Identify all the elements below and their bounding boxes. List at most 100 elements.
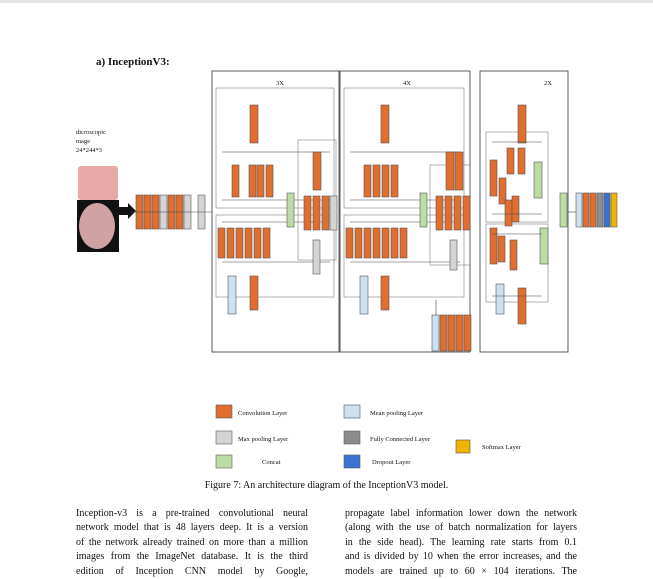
conv-layer-block bbox=[399, 227, 408, 259]
conv-layer-block bbox=[235, 227, 244, 259]
concat-layer-block bbox=[215, 454, 233, 469]
arrow-icon bbox=[118, 203, 136, 219]
pool-mean-layer-block bbox=[343, 404, 361, 419]
pool-max-layer-block bbox=[215, 430, 233, 445]
text-line: edition of Inception CNN model by Google… bbox=[76, 565, 308, 577]
concat-layer-block bbox=[539, 227, 549, 265]
text-line: Inception-v3 is a pre-trained convolutio… bbox=[76, 508, 308, 519]
conv-layer-block bbox=[454, 151, 464, 191]
legend-label-max-pool: Max pooling Layer bbox=[238, 436, 289, 443]
dropout-layer-block bbox=[343, 454, 361, 469]
conv-layer-block bbox=[256, 164, 265, 198]
conv-layer-block bbox=[517, 287, 527, 325]
pool-max-layer-block bbox=[312, 239, 321, 275]
text-line: network model that is 48 layers deep. It… bbox=[76, 522, 308, 534]
module-outline bbox=[215, 87, 335, 209]
legend-label-conv: Convolution Layer bbox=[238, 410, 288, 417]
repeat-label-4x: 4X bbox=[403, 80, 411, 87]
conv-layer-block bbox=[381, 227, 390, 259]
input-label-line: dicroscopic bbox=[76, 129, 106, 136]
fully-connected-layer-block bbox=[343, 430, 361, 445]
conv-layer-block bbox=[498, 177, 507, 205]
body-text-left-column: Inception-v3 is a pre-trained convolutio… bbox=[76, 507, 308, 579]
figure-title: a) InceptionV3: bbox=[96, 56, 170, 68]
conv-layer-block bbox=[390, 227, 399, 259]
conv-layer-block bbox=[463, 314, 472, 352]
conv-layer-block bbox=[509, 239, 518, 271]
pool-mean-layer-block bbox=[359, 275, 369, 315]
input-label: dicroscopic mage 24*244*3 bbox=[76, 128, 106, 155]
inception-v3-diagram bbox=[77, 70, 618, 469]
conv-layer-block bbox=[226, 227, 235, 259]
conv-layer-block bbox=[312, 151, 322, 191]
conv-layer-block bbox=[248, 164, 257, 198]
text-line: images from the ImageNet database. It is… bbox=[76, 551, 308, 563]
conv-layer-block bbox=[489, 159, 498, 197]
fully-connected-layer-block bbox=[596, 192, 604, 228]
input-image-cell bbox=[79, 203, 115, 249]
conv-layer-block bbox=[312, 195, 321, 231]
conv-layer-block bbox=[445, 151, 455, 191]
module-outline bbox=[343, 87, 465, 209]
conv-layer-block bbox=[447, 314, 456, 352]
conv-layer-block bbox=[363, 164, 372, 198]
conv-layer-block bbox=[489, 227, 498, 265]
legend-label-dropout: Dropout Layer bbox=[372, 459, 411, 466]
conv-layer-block bbox=[253, 227, 262, 259]
conv-layer-block bbox=[303, 195, 312, 231]
text-line: of the network already trained on more t… bbox=[76, 536, 308, 548]
conv-layer-block bbox=[249, 275, 259, 311]
dropout-layer-block bbox=[603, 192, 611, 228]
repeat-label-3x: 3X bbox=[276, 80, 284, 87]
module-outline bbox=[215, 214, 335, 298]
page-top-border bbox=[0, 0, 653, 3]
conv-layer-block bbox=[345, 227, 354, 259]
conv-layer-block bbox=[517, 104, 527, 144]
conv-layer-block bbox=[453, 195, 462, 231]
conv-layer-block bbox=[262, 227, 271, 259]
conv-layer-block bbox=[504, 199, 513, 227]
conv-layer-block bbox=[265, 164, 274, 198]
conv-layer-block bbox=[497, 235, 506, 263]
input-image-small bbox=[78, 166, 118, 200]
text-line: in the side head). The learning rate sta… bbox=[345, 536, 577, 548]
module-outline bbox=[343, 214, 465, 298]
conv-layer-block bbox=[589, 192, 597, 228]
text-line: models are trained up to 60 × 104 iterat… bbox=[345, 565, 577, 577]
conv-layer-block bbox=[390, 164, 399, 198]
conv-layer-block bbox=[217, 227, 226, 259]
repeat-label-2x: 2X bbox=[544, 80, 552, 87]
conv-layer-block bbox=[244, 227, 253, 259]
conv-layer-block bbox=[444, 195, 453, 231]
input-label-line: 24*244*3 bbox=[76, 147, 102, 154]
pool-mean-layer-block bbox=[575, 192, 583, 228]
conv-layer-block bbox=[439, 314, 448, 352]
pool-mean-layer-block bbox=[495, 283, 505, 315]
conv-layer-block bbox=[517, 147, 526, 175]
legend-label-mean-pool: Mean pooling Layer bbox=[370, 410, 424, 417]
pool-max-layer-block bbox=[449, 239, 458, 271]
conv-layer-block bbox=[380, 104, 390, 144]
conv-layer-block bbox=[506, 147, 515, 175]
figure-caption: Figure 7: An architecture diagram of the… bbox=[204, 480, 449, 491]
concat-layer-block bbox=[286, 192, 295, 228]
conv-layer-block bbox=[455, 314, 464, 352]
concat-layer-block bbox=[533, 161, 543, 199]
concat-layer-block bbox=[559, 192, 568, 228]
conv-layer-block bbox=[582, 192, 590, 228]
text-line: and is divided by 10 when the error incr… bbox=[345, 551, 577, 563]
text-line: propagate label information lower down t… bbox=[345, 508, 577, 519]
conv-layer-block bbox=[511, 195, 520, 223]
concat-layer-block bbox=[419, 192, 428, 228]
conv-layer-block bbox=[381, 164, 390, 198]
body-text-right-column: propagate label information lower down t… bbox=[345, 507, 577, 579]
legend-label-fc: Fully Connected Layer bbox=[370, 436, 430, 443]
conv-layer-block bbox=[249, 104, 259, 144]
conv-layer-block bbox=[321, 195, 330, 231]
conv-layer-block bbox=[462, 195, 471, 231]
legend-label-concat: Concat bbox=[262, 459, 281, 466]
conv-layer-block bbox=[231, 164, 240, 198]
pool-mean-layer-block bbox=[227, 275, 237, 315]
repeat-group-frame bbox=[479, 70, 569, 353]
legend-label-softmax: Softmax Layer bbox=[482, 444, 521, 451]
